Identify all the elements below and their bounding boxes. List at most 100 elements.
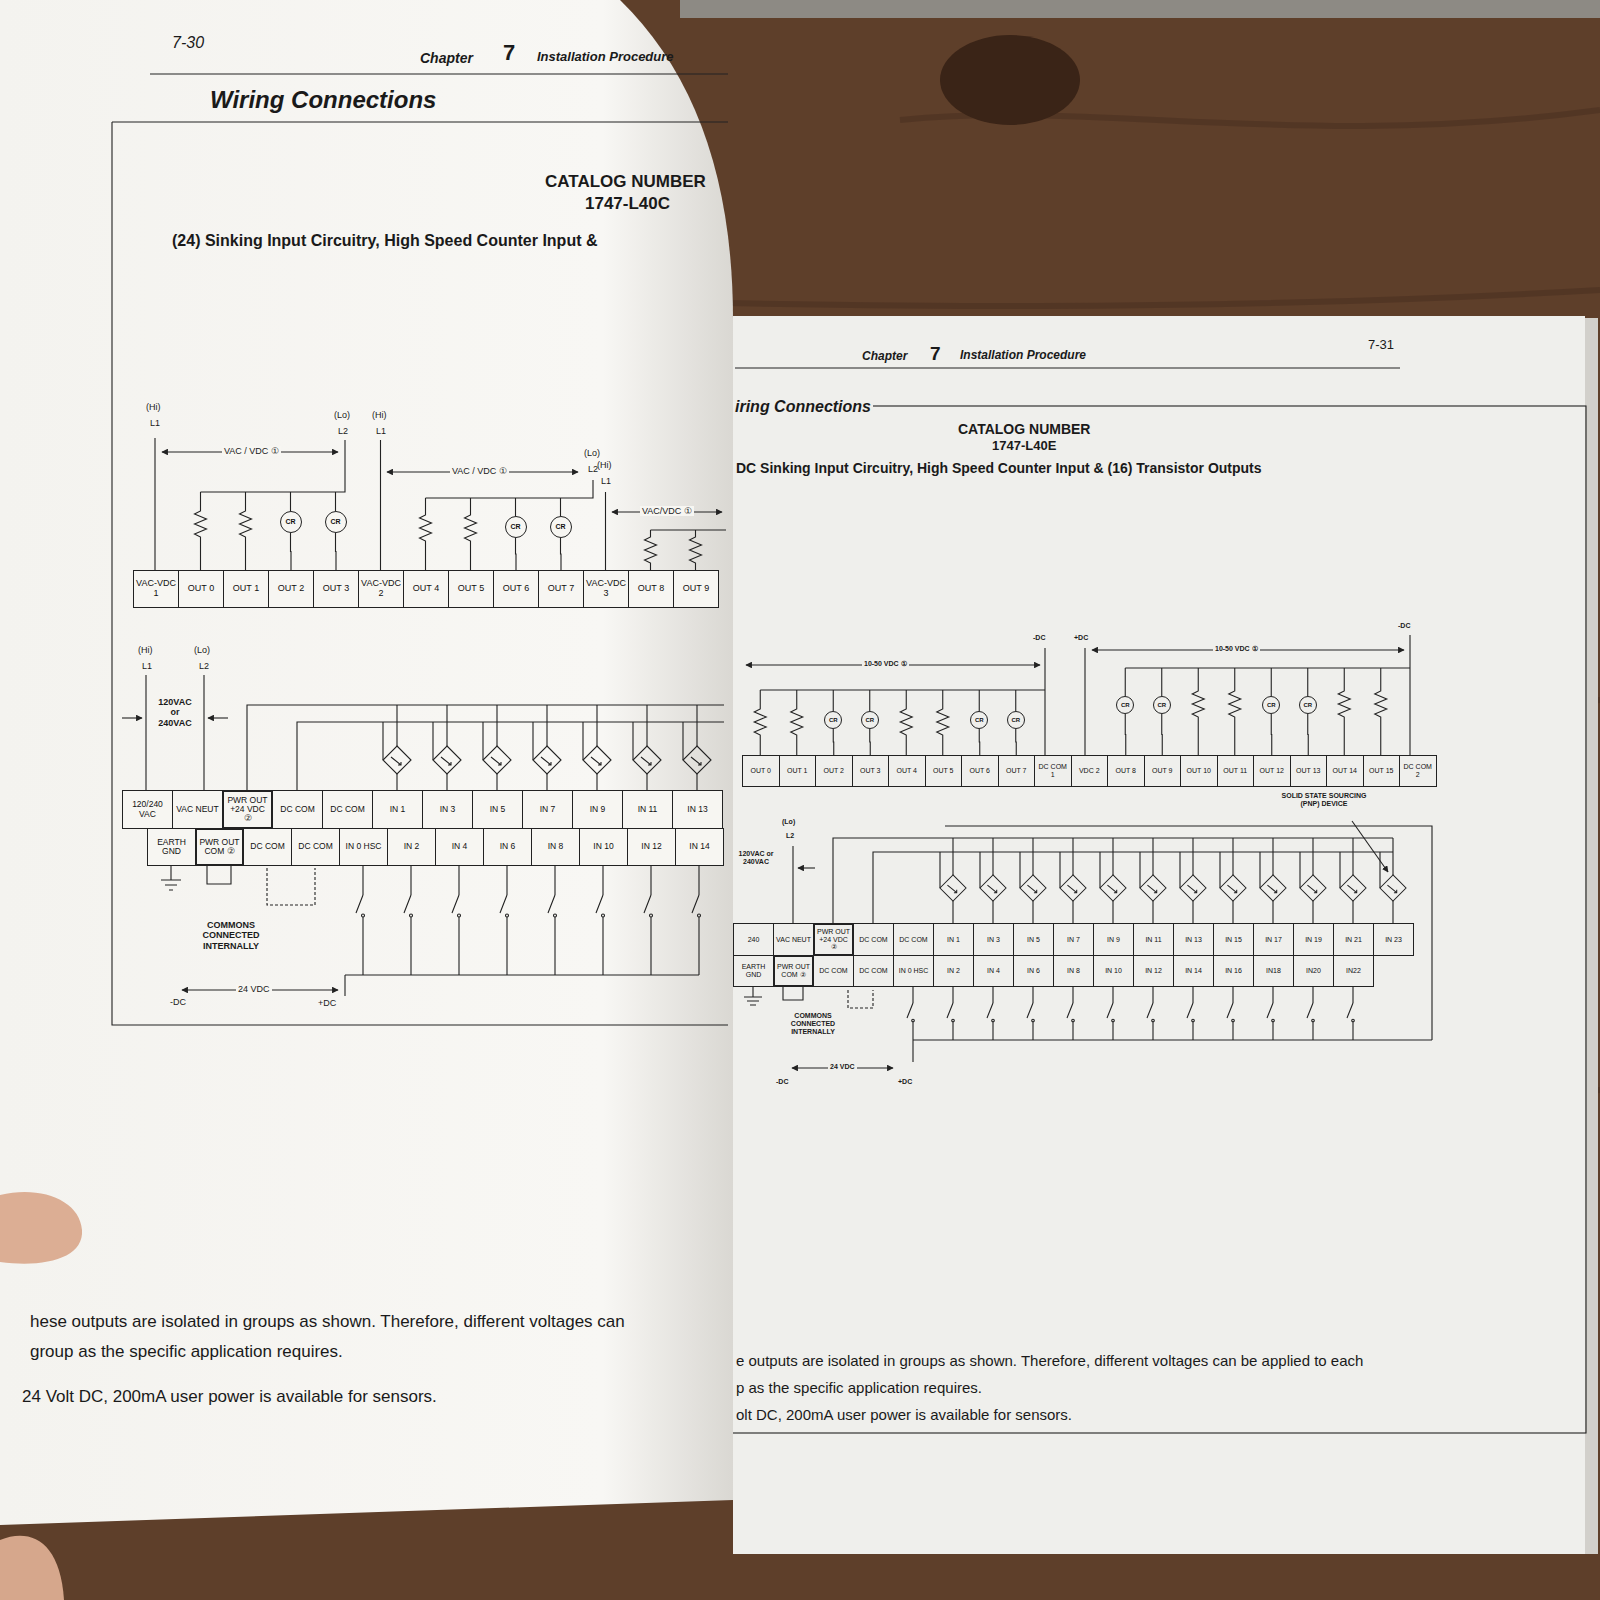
switch-wire <box>913 987 1353 1003</box>
resistor-symbol <box>900 706 912 738</box>
terminal-box: OUT 8 <box>628 570 674 608</box>
terminal-text: PWR OUT +24 VDC ② <box>225 796 270 824</box>
signal-label: (Lo) <box>194 645 210 655</box>
terminal-box: OUT 13 <box>1290 755 1328 787</box>
load-wire <box>1307 714 1309 755</box>
terminal-label: IN 2 <box>404 842 420 851</box>
terminal-box: IN 10 <box>1093 955 1134 987</box>
ground-symbol <box>161 866 181 890</box>
switch-symbol <box>947 1003 954 1040</box>
terminal-label: OUT 15 <box>1369 767 1393 775</box>
relay-coil: CR <box>1262 696 1280 714</box>
terminal-label: OUT 6 <box>503 584 529 594</box>
sensor-symbol <box>433 746 461 774</box>
sensor-wire <box>940 838 1393 923</box>
switch-symbol <box>1307 1003 1314 1040</box>
terminal-label: CR <box>285 518 295 526</box>
terminal-box: DC COM <box>243 828 292 866</box>
terminal-text: IN 23 <box>1385 936 1402 944</box>
sensor-bus <box>247 705 724 790</box>
terminal-label: OUT 9 <box>1152 767 1173 775</box>
load-wire <box>760 690 943 755</box>
supply-arrow <box>208 717 228 718</box>
terminal-box: OUT 0 <box>742 755 780 787</box>
terminal-label: IN 21 <box>1345 936 1362 944</box>
sensor-symbol <box>940 875 966 901</box>
terminal-box: OUT 11 <box>1217 755 1255 787</box>
terminal-text: DC COM 2 <box>1401 763 1435 778</box>
terminal-text: IN 9 <box>590 805 606 814</box>
terminal-text: IN 0 HSC <box>899 967 929 975</box>
terminal-text: OUT 9 <box>683 584 709 594</box>
terminal-label: IN 6 <box>1027 967 1040 975</box>
terminal-text: IN 21 <box>1345 936 1362 944</box>
terminal-label: CR <box>1011 717 1020 723</box>
terminal-box: OUT 7 <box>998 755 1036 787</box>
terminal-label: IN 8 <box>548 842 564 851</box>
switch-symbol <box>1187 1003 1194 1040</box>
terminal-text: IN 17 <box>1265 936 1282 944</box>
line-wire <box>155 438 345 570</box>
terminal-label: DC COM <box>298 842 332 851</box>
terminal-label: DC COM 1 <box>1036 763 1070 778</box>
sensor-symbol <box>1380 875 1406 901</box>
terminal-box: OUT 8 <box>1107 755 1145 787</box>
load-wire <box>1015 729 1017 755</box>
terminal-text: OUT 12 <box>1260 767 1284 775</box>
terminal-label: PWR OUT +24 VDC ② <box>225 796 270 824</box>
signal-label: (Lo) <box>584 448 600 458</box>
terminal-text: DC COM 1 <box>1036 763 1070 778</box>
load-wire <box>290 533 292 570</box>
terminal-text: IN 6 <box>1027 967 1040 975</box>
page-number: 7-30 <box>172 34 204 52</box>
sensor-symbol <box>1340 875 1366 901</box>
terminal-text: IN 4 <box>452 842 468 851</box>
terminal-text: CR <box>975 717 984 723</box>
terminal-text: IN 16 <box>1225 967 1242 975</box>
resistor-symbol <box>465 512 477 544</box>
terminal-text: DC COM <box>330 805 364 814</box>
signal-label: 120VAC or 240VAC <box>153 697 197 728</box>
resistor-symbol <box>1338 688 1350 720</box>
terminal-text: DC COM <box>280 805 314 814</box>
terminal-label: OUT 1 <box>233 584 259 594</box>
signal-label: (Lo) <box>334 410 350 420</box>
signal-label: (Hi) <box>138 645 153 655</box>
resistor-symbol <box>791 706 803 738</box>
terminal-label: IN 10 <box>1105 967 1122 975</box>
terminal-text: IN 7 <box>540 805 556 814</box>
terminal-label: 120/240 VAC <box>124 800 171 818</box>
resistor-symbol <box>240 508 252 540</box>
terminal-text: OUT 3 <box>323 584 349 594</box>
terminal-label: EARTH GND <box>149 838 194 856</box>
terminal-label: OUT 2 <box>278 584 304 594</box>
load-wire <box>1161 714 1163 755</box>
line-wire <box>146 675 204 790</box>
terminal-label: PWR OUT +24 VDC ② <box>816 928 851 951</box>
terminal-label: IN 5 <box>490 805 506 814</box>
terminal-label: DC COM <box>250 842 284 851</box>
terminal-text: IN 8 <box>1067 967 1080 975</box>
terminal-box: IN 19 <box>1293 923 1334 956</box>
terminal-box: VAC NEUT <box>172 790 223 829</box>
footnote: hese outputs are isolated in groups as s… <box>30 1312 625 1332</box>
terminal-label: IN 14 <box>1185 967 1202 975</box>
terminal-box: PWR OUT +24 VDC ② <box>813 923 854 956</box>
terminal-label: CR <box>865 717 874 723</box>
terminal-box: IN 11 <box>1133 923 1174 956</box>
terminal-text: IN 5 <box>490 805 506 814</box>
terminal-text: DC COM <box>250 842 284 851</box>
terminal-box: DC COM 2 <box>1399 755 1437 787</box>
terminal-text: IN 12 <box>1145 967 1162 975</box>
terminal-text: OUT 2 <box>824 767 845 775</box>
load-wire <box>833 729 835 755</box>
terminal-box: IN 11 <box>622 790 673 829</box>
terminal-label: IN 8 <box>1067 967 1080 975</box>
terminal-label: IN 14 <box>689 842 709 851</box>
terminal-label: VAC-VDC 3 <box>585 579 627 598</box>
terminal-text: IN 11 <box>1145 936 1161 944</box>
terminal-box: OUT 7 <box>538 570 584 608</box>
terminal-text: VAC NEUT <box>776 936 811 944</box>
signal-label: 24 VDC <box>236 984 272 994</box>
